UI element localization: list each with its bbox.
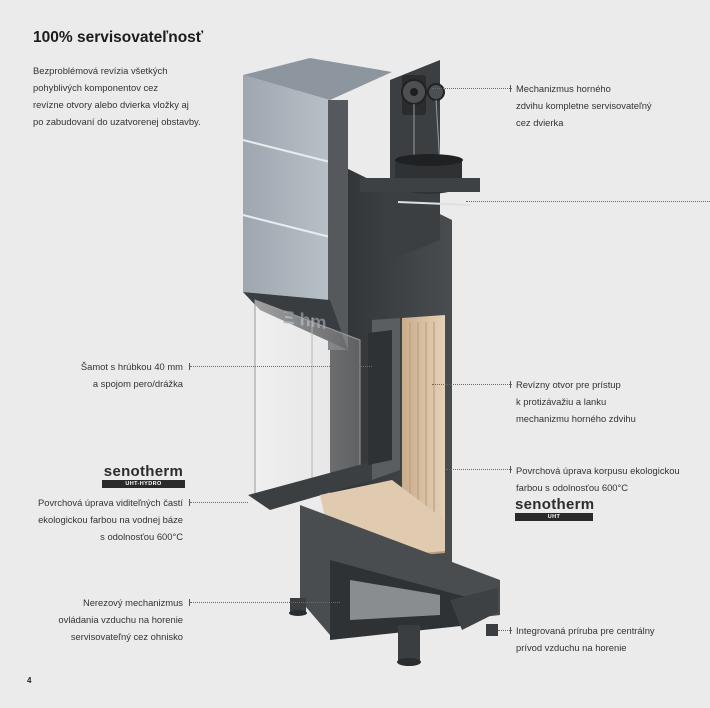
annotation-visible-finish: Povrchová úprava viditeľných častí ekolo… — [38, 497, 183, 542]
leader-tick — [189, 599, 190, 606]
brand-tag: UHT-HYDRO — [102, 480, 185, 488]
annotation-chamotte: Šamot s hrúbkou 40 mm a spojom pero/dráž… — [80, 361, 183, 389]
intro-text: Bezproblémová revízia všetkých pohyblivý… — [33, 62, 233, 130]
leader-tick — [510, 466, 511, 473]
leader-tick — [510, 627, 511, 634]
base-box — [289, 505, 500, 666]
brand-name: senotherm — [103, 463, 184, 480]
brand-tag: UHT — [515, 513, 593, 521]
brand-name: senotherm — [515, 496, 595, 513]
annotation-lift-mechanism: Mechanizmus horného zdvihu kompletne ser… — [516, 83, 652, 128]
intro-line: revízne otvory alebo dvierka vložky aj — [33, 99, 189, 110]
annotation-revision-opening: Revízny otvor pre prístup k protizávažiu… — [516, 379, 636, 424]
leader-tick — [189, 499, 190, 506]
leader-tick — [510, 381, 511, 388]
page-number: 4 — [27, 676, 32, 685]
annotation-body-finish: Povrchová úprava korpusu ekologickou far… — [516, 465, 680, 493]
leader-line — [466, 201, 710, 202]
leader-line — [446, 469, 512, 470]
leader-line — [190, 502, 248, 503]
senotherm-uht-hydro-logo: senotherm UHT-HYDRO — [102, 463, 185, 488]
leader-line — [190, 602, 340, 603]
annotation-air-mechanism: Nerezový mechanizmus ovládania vzduchu n… — [58, 597, 183, 642]
senotherm-uht-logo: senotherm UHT — [515, 496, 595, 521]
leader-line — [432, 88, 512, 89]
leader-tick — [510, 85, 511, 92]
annotation-air-flange: Integrovaná príruba pre centrálny prívod… — [516, 625, 655, 653]
leader-tick — [189, 363, 190, 370]
leader-line — [432, 384, 512, 385]
intro-line: po zabudovaní do uzatvorenej obstavby. — [33, 116, 201, 127]
intro-line: pohyblivých komponentov cez — [33, 82, 159, 93]
intro-line: Bezproblémová revízia všetkých — [33, 65, 168, 76]
flue-collar — [360, 154, 480, 206]
leader-line — [498, 630, 512, 631]
glass-door — [248, 299, 390, 510]
page-heading: 100% servisovateľnosť — [33, 29, 204, 46]
leader-line — [190, 366, 372, 367]
